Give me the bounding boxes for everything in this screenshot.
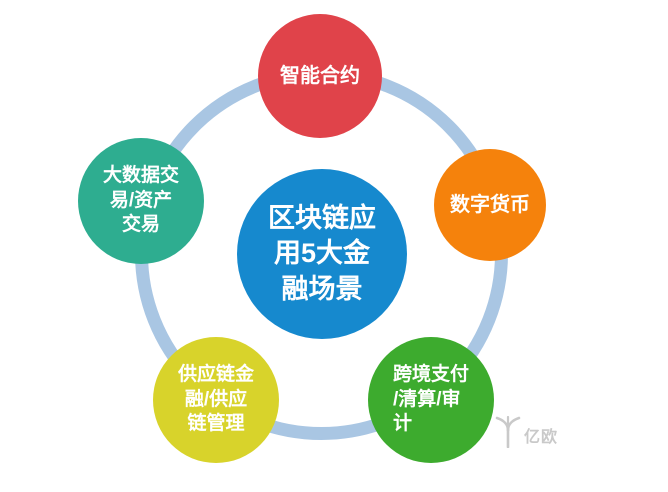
node-big-data-trading-label: 大数据交 易/资产 交易 [102,164,179,236]
node-supply-chain: 供应链金 融/供应 链管理 [153,337,279,463]
yiou-logo-icon [495,416,521,448]
node-cross-border-payment: 跨境支付 /清算/审 计 [368,337,494,463]
node-big-data-trading: 大数据交 易/资产 交易 [78,138,204,264]
center-node-blockchain-scenarios: 区块链应 用5大金 融场景 [237,169,407,339]
watermark: 亿欧 [495,416,558,448]
node-digital-currency-label: 数字货币 [450,194,530,216]
node-smart-contract-label: 智能合约 [280,65,360,87]
node-smart-contract: 智能合约 [258,14,382,138]
node-supply-chain-label: 供应链金 融/供应 链管理 [177,363,254,435]
center-node-label: 区块链应 用5大金 融场景 [268,202,376,304]
node-digital-currency: 数字货币 [434,149,546,261]
watermark-text: 亿欧 [524,429,559,446]
node-cross-border-payment-label: 跨境支付 /清算/审 计 [392,363,469,435]
